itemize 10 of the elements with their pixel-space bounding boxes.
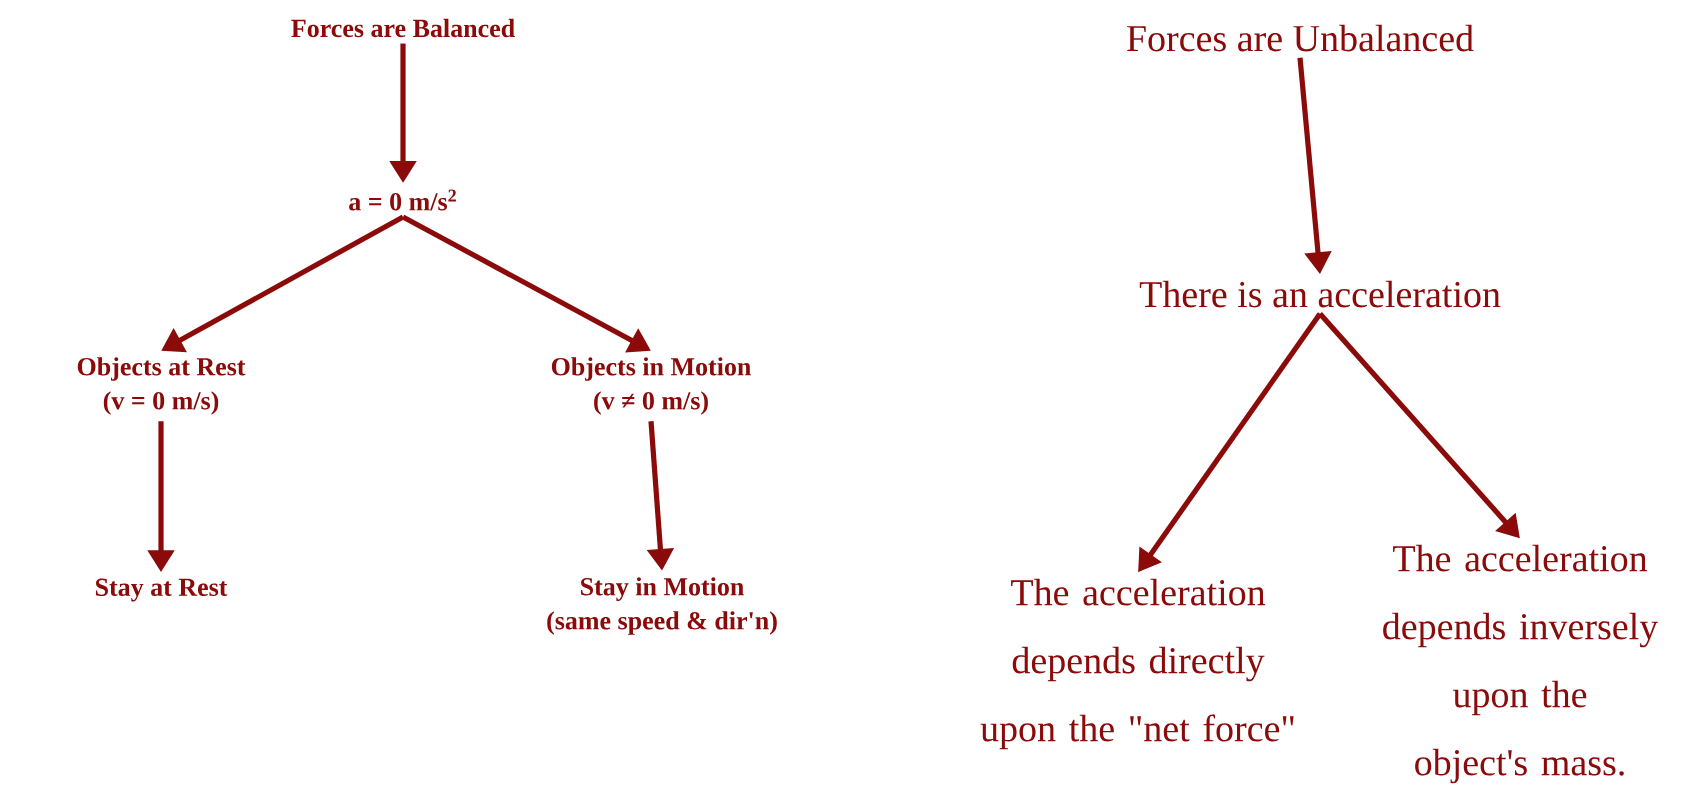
- text-label: There is an acceleration: [1139, 280, 1501, 308]
- text-label: Forces are Balanced: [291, 18, 515, 38]
- text-label: The acceleration depends inversely upon the object's mass.: [1383, 544, 1659, 784]
- text-label: a = 0 m/s$^{2}$: [349, 189, 456, 211]
- text-label: Forces are Unbalanced: [1127, 24, 1474, 52]
- text-label: Objects in Motion (v ≠ 0 m/s): [551, 357, 752, 415]
- text-label: Objects at Rest (v = 0 m/s): [77, 357, 246, 415]
- text-label: Stay in Motion (same speed & dir'n): [547, 577, 777, 635]
- text-label: Stay at Rest: [95, 578, 228, 602]
- text-label: The acceleration depends directly upon the "net force": [980, 578, 1294, 750]
